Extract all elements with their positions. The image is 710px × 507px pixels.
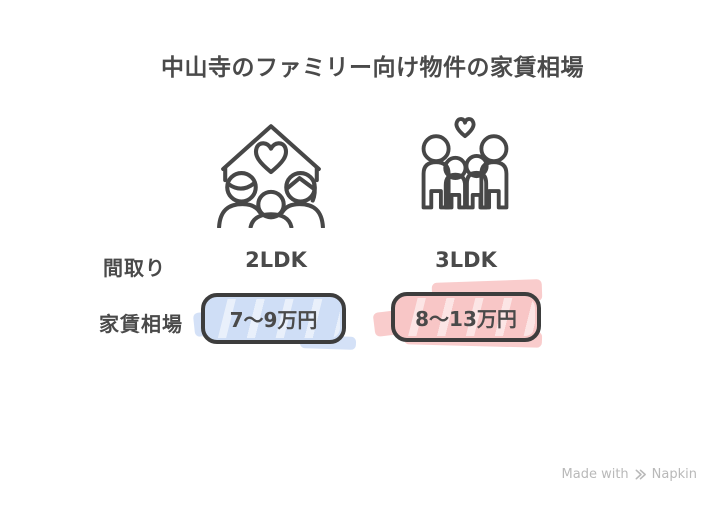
rent-value-box-2ldk: 7〜9万円 xyxy=(201,293,346,344)
house-with-family-icon xyxy=(215,113,327,228)
rent-row-label: 家賃相場 xyxy=(99,312,183,336)
rent-value-2ldk: 7〜9万円 xyxy=(229,308,318,332)
napkin-logo-icon xyxy=(635,469,646,480)
watermark: Made with Napkin xyxy=(562,467,697,482)
watermark-brand: Napkin xyxy=(651,467,697,482)
rent-value-box-3ldk: 8〜13万円 xyxy=(391,292,541,342)
layout-value-2ldk: 2LDK xyxy=(245,248,307,272)
layout-value-3ldk: 3LDK xyxy=(435,248,497,272)
page-title: 中山寺のファミリー向け物件の家賃相場 xyxy=(161,55,584,81)
rent-value-3ldk: 8〜13万円 xyxy=(415,306,517,331)
layout-row-label: 間取り xyxy=(103,256,166,280)
watermark-text: Made with xyxy=(561,467,629,482)
family-with-heart-icon xyxy=(412,112,518,222)
